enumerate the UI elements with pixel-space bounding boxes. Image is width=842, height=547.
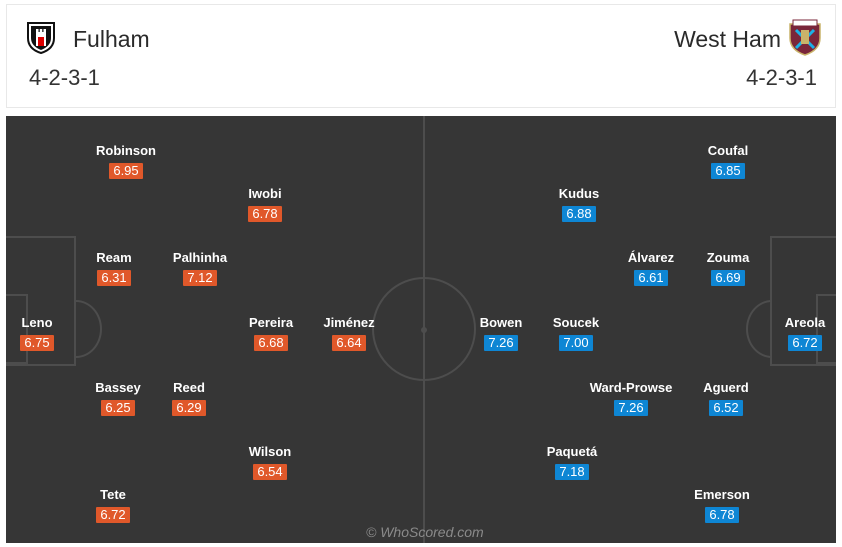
player-name: Pereira bbox=[248, 315, 294, 330]
player-rating: 6.29 bbox=[172, 400, 206, 416]
player-name: Palhinha bbox=[172, 250, 228, 265]
player-name: Jiménez bbox=[323, 315, 375, 330]
player-name: Bowen bbox=[479, 315, 523, 330]
pitch: Leno 6.75 Robinson 6.95 Ream 6.31 Bassey… bbox=[6, 116, 836, 543]
center-circle bbox=[372, 277, 476, 381]
player-name: Leno bbox=[21, 315, 53, 330]
home-goal-area bbox=[6, 294, 28, 364]
player-name: Areola bbox=[784, 315, 826, 330]
home-player-reed[interactable]: Reed 6.29 bbox=[144, 380, 234, 417]
player-rating: 6.72 bbox=[96, 507, 130, 523]
player-name: Iwobi bbox=[248, 186, 282, 201]
home-player-palhinha[interactable]: Palhinha 7.12 bbox=[155, 250, 245, 287]
player-rating: 6.68 bbox=[254, 335, 288, 351]
player-name: Zouma bbox=[706, 250, 750, 265]
player-rating: 7.00 bbox=[559, 335, 593, 351]
player-rating: 6.88 bbox=[562, 206, 596, 222]
player-rating: 6.61 bbox=[634, 270, 668, 286]
player-rating: 6.95 bbox=[109, 163, 143, 179]
west-ham-crest-icon bbox=[787, 18, 823, 61]
player-rating: 6.72 bbox=[788, 335, 822, 351]
fulham-crest-icon bbox=[24, 20, 58, 59]
player-rating: 6.25 bbox=[101, 400, 135, 416]
home-player-tete[interactable]: Tete 6.72 bbox=[68, 487, 158, 524]
player-name: Aguerd bbox=[703, 380, 749, 395]
player-name: Ward-Prowse bbox=[589, 380, 673, 395]
home-player-wilson[interactable]: Wilson 6.54 bbox=[225, 444, 315, 481]
player-rating: 6.78 bbox=[248, 206, 282, 222]
home-player-bassey[interactable]: Bassey 6.25 bbox=[73, 380, 163, 417]
away-player-kudus[interactable]: Kudus 6.88 bbox=[534, 186, 624, 223]
player-rating: 7.26 bbox=[614, 400, 648, 416]
away-player-areola[interactable]: Areola 6.72 bbox=[760, 315, 836, 352]
home-team-name[interactable]: Fulham bbox=[73, 26, 150, 52]
player-rating: 7.12 bbox=[183, 270, 217, 286]
player-rating: 6.31 bbox=[97, 270, 131, 286]
player-name: Wilson bbox=[248, 444, 292, 459]
away-player-soucek[interactable]: Soucek 7.00 bbox=[531, 315, 621, 352]
away-goal-area bbox=[816, 294, 836, 364]
player-rating: 6.75 bbox=[20, 335, 54, 351]
player-name: Tete bbox=[100, 487, 126, 502]
center-spot bbox=[421, 327, 427, 333]
away-player-aguerd[interactable]: Aguerd 6.52 bbox=[681, 380, 771, 417]
away-player-alvarez[interactable]: Álvarez 6.61 bbox=[606, 250, 696, 287]
player-rating: 6.78 bbox=[705, 507, 739, 523]
home-player-leno[interactable]: Leno 6.75 bbox=[6, 315, 82, 352]
home-player-jimenez[interactable]: Jiménez 6.64 bbox=[304, 315, 394, 352]
home-player-robinson[interactable]: Robinson 6.95 bbox=[81, 143, 171, 180]
player-name: Robinson bbox=[96, 143, 156, 158]
away-formation: 4-2-3-1 bbox=[746, 65, 817, 90]
player-rating: 7.18 bbox=[555, 464, 589, 480]
home-penalty-area bbox=[6, 236, 76, 366]
player-name: Kudus bbox=[558, 186, 600, 201]
player-name: Coufal bbox=[707, 143, 749, 158]
home-player-iwobi[interactable]: Iwobi 6.78 bbox=[220, 186, 310, 223]
away-player-ward-prowse[interactable]: Ward-Prowse 7.26 bbox=[586, 380, 676, 417]
player-name: Álvarez bbox=[627, 250, 675, 265]
away-player-emerson[interactable]: Emerson 6.78 bbox=[677, 487, 767, 524]
player-rating: 7.26 bbox=[484, 335, 518, 351]
home-player-pereira[interactable]: Pereira 6.68 bbox=[226, 315, 316, 352]
player-rating: 6.54 bbox=[253, 464, 287, 480]
whoscored-watermark: © WhoScored.com bbox=[366, 524, 484, 540]
player-name: Reed bbox=[173, 380, 205, 395]
player-rating: 6.64 bbox=[332, 335, 366, 351]
home-player-ream[interactable]: Ream 6.31 bbox=[69, 250, 159, 287]
away-player-paqueta[interactable]: Paquetá 7.18 bbox=[527, 444, 617, 481]
home-formation: 4-2-3-1 bbox=[29, 65, 100, 90]
player-name: Ream bbox=[96, 250, 132, 265]
player-name: Paquetá bbox=[546, 444, 598, 459]
away-player-bowen[interactable]: Bowen 7.26 bbox=[456, 315, 546, 352]
match-header: Fulham 4-2-3-1 West Ham 4-2-3-1 bbox=[6, 4, 836, 108]
player-rating: 6.85 bbox=[711, 163, 745, 179]
player-name: Emerson bbox=[694, 487, 750, 502]
player-rating: 6.69 bbox=[711, 270, 745, 286]
player-name: Soucek bbox=[552, 315, 600, 330]
player-rating: 6.52 bbox=[709, 400, 743, 416]
player-name: Bassey bbox=[95, 380, 141, 395]
away-player-zouma[interactable]: Zouma 6.69 bbox=[683, 250, 773, 287]
away-player-coufal[interactable]: Coufal 6.85 bbox=[683, 143, 773, 180]
away-team-name[interactable]: West Ham bbox=[674, 26, 781, 52]
